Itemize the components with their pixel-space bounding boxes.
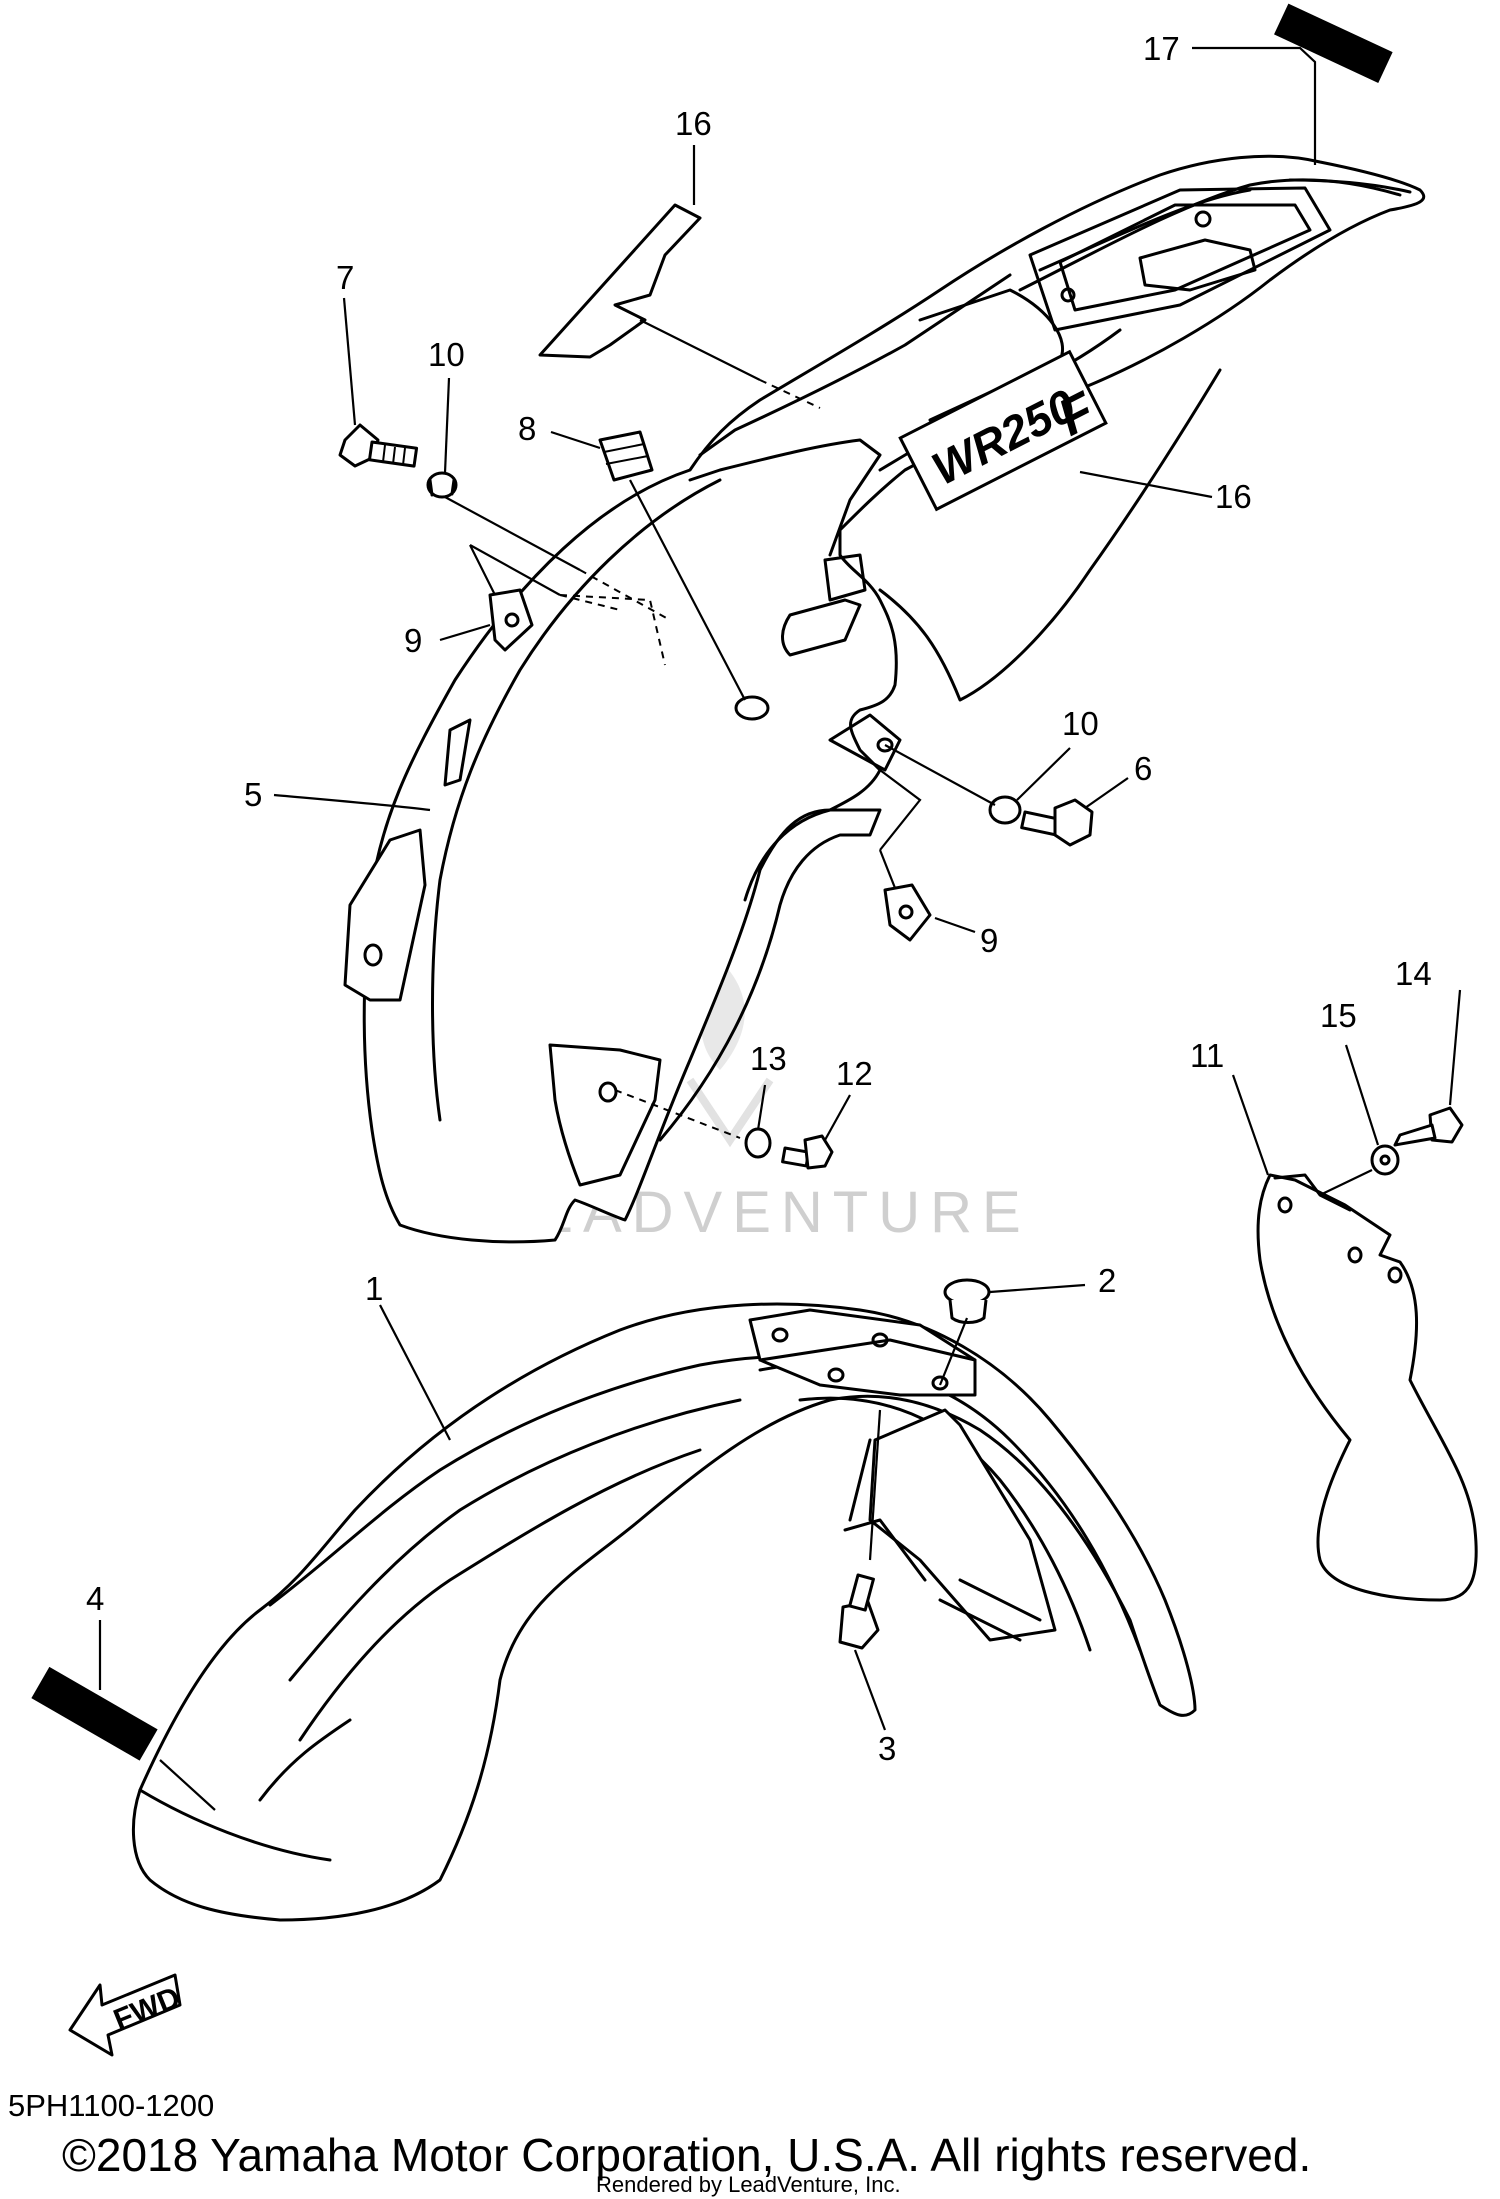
rear-fender: WR250 F (343, 154, 1426, 1244)
mud-flap (1256, 1173, 1478, 1602)
yamaha-decal-front: YAMAHA (31, 1666, 158, 1761)
diagram-code: 5PH1100-1200 (8, 2088, 215, 2123)
leader-lines (98, 46, 1462, 1811)
callout-6: 6 (1134, 750, 1152, 787)
callout-4: 4 (86, 1580, 104, 1617)
callouts: 17 16 16 7 10 8 9 5 10 6 9 13 12 11 15 1… (86, 30, 1432, 1767)
bolt-3 (838, 1573, 880, 1650)
grommet-2 (943, 1278, 991, 1324)
callout-17: 17 (1143, 30, 1180, 67)
callout-10-upper: 10 (428, 336, 465, 373)
callout-15: 15 (1320, 997, 1357, 1034)
callout-2: 2 (1098, 1262, 1116, 1299)
bolt-6 (1020, 798, 1094, 847)
callout-10-lower: 10 (1062, 705, 1099, 742)
spacer-10-upper (426, 471, 458, 499)
copyright-notice: ©2018 Yamaha Motor Corporation, U.S.A. A… (62, 2129, 1312, 2181)
decal-16-upper (538, 203, 702, 359)
nut-clip-9-upper (488, 588, 534, 652)
screw-12 (781, 1134, 834, 1170)
spacer-10-lower (988, 795, 1022, 825)
render-credit: Rendered by LeadVenture, Inc. (596, 2172, 901, 2197)
callout-8: 8 (518, 410, 536, 447)
callout-7: 7 (336, 259, 354, 296)
screw-14 (1393, 1106, 1464, 1147)
callout-16-upper: 16 (675, 105, 712, 142)
yamaha-decal-top: YAMAHA (1274, 3, 1393, 83)
watermark: LEADVENTURE (492, 960, 1021, 1245)
bolt-7 (338, 423, 419, 468)
washer-13 (744, 1127, 772, 1159)
callout-12: 12 (836, 1055, 873, 1092)
callout-9-lower: 9 (980, 922, 998, 959)
callout-13: 13 (750, 1040, 787, 1077)
callout-5: 5 (244, 776, 262, 813)
callout-11: 11 (1190, 1037, 1224, 1074)
callout-14: 14 (1395, 955, 1432, 992)
callout-1: 1 (365, 1270, 383, 1307)
grommet-8 (598, 430, 654, 482)
callout-3: 3 (878, 1730, 896, 1767)
callout-9-upper: 9 (404, 622, 422, 659)
washer-15 (1370, 1144, 1400, 1176)
front-fender (131, 1302, 1197, 1922)
callout-16-right: 16 (1215, 478, 1252, 515)
fwd-arrow: FWD (68, 1973, 185, 2057)
nut-clip-9-lower (883, 883, 932, 942)
